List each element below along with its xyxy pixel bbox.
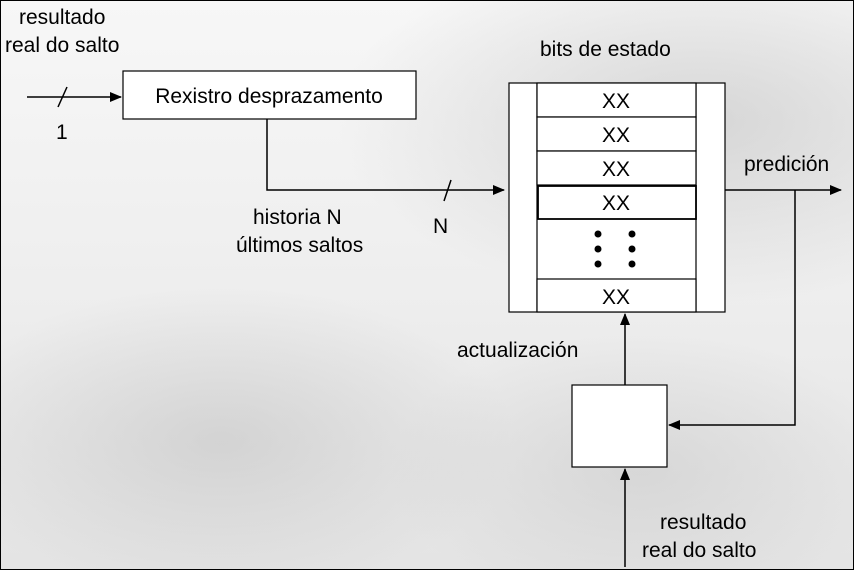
state-cell [536, 278, 697, 313]
history-width-slash [443, 179, 452, 202]
input-width-label: 1 [56, 121, 68, 144]
history-label-line2: últimos saltos [236, 234, 363, 257]
input-width-slash [57, 86, 68, 108]
history-label-line1: historia N [253, 206, 342, 229]
shift-register-box [122, 70, 417, 120]
history-width-label: N [433, 215, 448, 238]
update-label: actualización [457, 339, 578, 362]
state-cell-active [537, 185, 697, 220]
input-bottom-label-line2: real do salto [642, 539, 756, 562]
state-bits-label: bits de estado [540, 38, 671, 61]
state-cell [536, 116, 697, 152]
input-top-label-line2: real do salto [5, 34, 119, 57]
prediction-label: predición [744, 153, 829, 176]
feedback-arrow [668, 190, 796, 430]
shift-register-label: Rexistro desprazamento [155, 85, 383, 108]
state-cell [536, 150, 697, 186]
update-logic-box [571, 384, 668, 468]
state-cell-text: XX [602, 286, 630, 309]
state-cell-text: XX [602, 124, 630, 147]
ellipsis-dots [594, 230, 636, 268]
state-cell-text: XX [602, 90, 630, 113]
state-cell-text: XX [602, 192, 630, 215]
history-arrow [266, 119, 505, 195]
input-top-label-line1: resultado [19, 6, 105, 29]
state-table-cells: XX XX XX XX XX [536, 82, 697, 313]
state-cell [536, 82, 697, 118]
input-bottom-label-line1: resultado [660, 511, 746, 534]
state-cell-text: XX [602, 158, 630, 181]
